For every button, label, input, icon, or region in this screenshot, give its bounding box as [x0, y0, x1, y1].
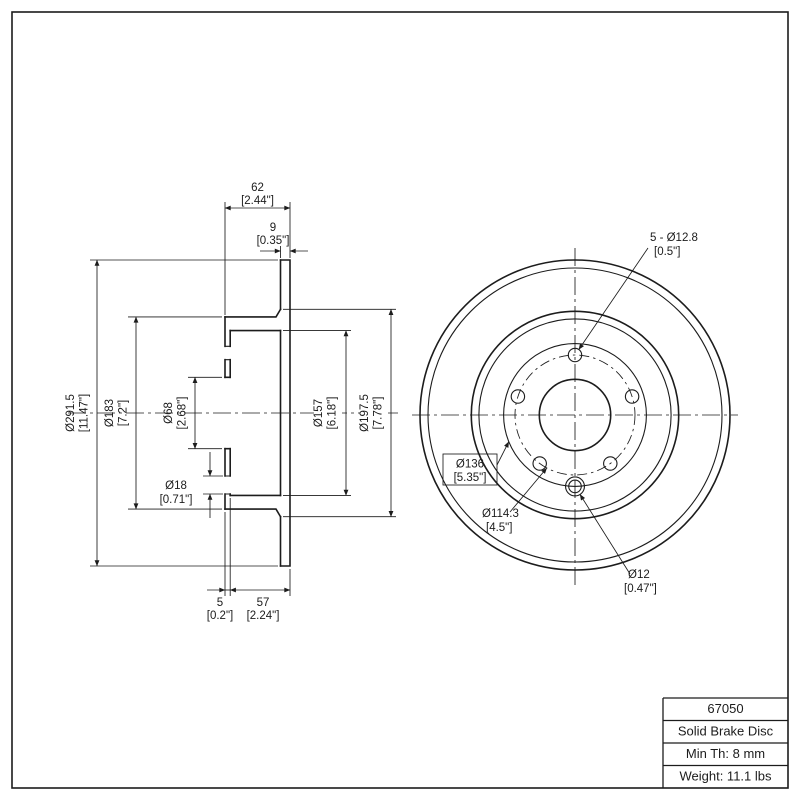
dim-hat-mm: Ø183 [104, 399, 116, 427]
dim-bore-in: [2.68"] [177, 397, 189, 430]
min-thickness: Min Th: 8 mm [686, 746, 765, 761]
callout-screw-hole: Ø12 [0.47"] [579, 494, 657, 595]
outer-diameter-circle [419, 259, 731, 571]
dim-hat-diameter: Ø183 [7.2"] [104, 316, 222, 510]
register-circle [503, 343, 647, 487]
register-label-box [442, 453, 498, 486]
callout-bolt-circle: Ø114.3 [4.5"] [482, 467, 548, 534]
callout-register: Ø136 [5.35"] [442, 441, 510, 486]
dim-flange-mm: 5 [217, 597, 223, 609]
bolt-circle [514, 354, 636, 476]
label-boltholes-mm: 5 - Ø12.8 [650, 232, 698, 244]
label-boltcircle-mm: Ø114.3 [482, 508, 519, 520]
dim-center-bore: Ø68 [2.68"] [163, 376, 222, 450]
label-register-mm: Ø136 [456, 459, 484, 471]
bolt-hole [532, 456, 547, 471]
bolt-hole [603, 456, 618, 471]
bolt-holes [510, 347, 640, 471]
front-view: 5 - Ø12.8 [0.5"] Ø136 [5.35"] Ø114.3 [4.… [412, 232, 738, 595]
callout-bolt-holes: 5 - Ø12.8 [0.5"] [578, 232, 698, 350]
dim-inner-mm: Ø157 [313, 399, 325, 427]
section-outline [224, 259, 291, 567]
dim-thick-mm: 9 [270, 222, 276, 234]
dim-overall-width: 62 [2.44"] [224, 182, 291, 315]
center-bore-circle [538, 378, 612, 452]
label-screwhole-mm: Ø12 [628, 569, 650, 581]
dim-thick-in: [0.35"] [257, 235, 290, 247]
label-register-in: [5.35"] [454, 472, 487, 484]
hat-flange-circle [478, 318, 672, 512]
set-screw-hole [564, 476, 585, 497]
label-screwhole-in: [0.47"] [624, 583, 657, 595]
dim-outer-diameter: Ø291.5 [11.47"] [65, 259, 278, 567]
dim-band-diameter: Ø197.5 [7.78"] [283, 308, 396, 518]
dim-depth-in: [2.24"] [247, 610, 280, 622]
band-inner-circle [470, 310, 680, 520]
outer-chamfer-circle [427, 267, 723, 563]
disc-type: Solid Brake Disc [678, 724, 774, 739]
weight: Weight: 11.1 lbs [679, 769, 772, 784]
section-view: 62 [2.44"] 9 [0.35"] Ø291.5 [11.47"] Ø18… [65, 182, 398, 622]
bolt-hole [510, 389, 526, 404]
part-number: 67050 [707, 701, 743, 716]
dim-flange-and-depth: 5 [0.2"] 57 [2.24"] [207, 498, 291, 622]
label-mask [314, 368, 342, 458]
dim-width-in: [2.44"] [241, 195, 274, 207]
dim-disc-thickness: 9 [0.35"] [257, 222, 308, 258]
title-block: 67050 Solid Brake Disc Min Th: 8 mm Weig… [662, 697, 788, 788]
label-mask [360, 363, 388, 463]
dim-depth-mm: 57 [257, 597, 270, 609]
dim-outer-in: [11.47"] [79, 394, 91, 432]
dim-band-mm: Ø197.5 [359, 394, 371, 432]
dim-band-in: [7.78"] [373, 397, 385, 430]
dim-bore-mm: Ø68 [163, 402, 175, 424]
dim-outer-mm: Ø291.5 [65, 394, 77, 432]
bolt-hole [567, 347, 583, 363]
dim-hole-in: [0.71"] [160, 494, 193, 506]
dim-hole-mm: Ø18 [165, 480, 187, 492]
dim-inner-in: [6.18"] [327, 397, 339, 430]
label-boltholes-in: [0.5"] [654, 246, 680, 258]
dim-width-mm: 62 [251, 182, 264, 194]
bolt-hole [624, 389, 640, 404]
dim-flange-hole: Ø18 [0.71"] [160, 452, 223, 518]
dim-hat-in: [7.2"] [118, 400, 130, 426]
dim-flange-in: [0.2"] [207, 610, 233, 622]
label-boltcircle-in: [4.5"] [486, 522, 512, 534]
page-border [11, 11, 789, 789]
dim-hat-inner-diameter: Ø157 [6.18"] [283, 330, 351, 496]
